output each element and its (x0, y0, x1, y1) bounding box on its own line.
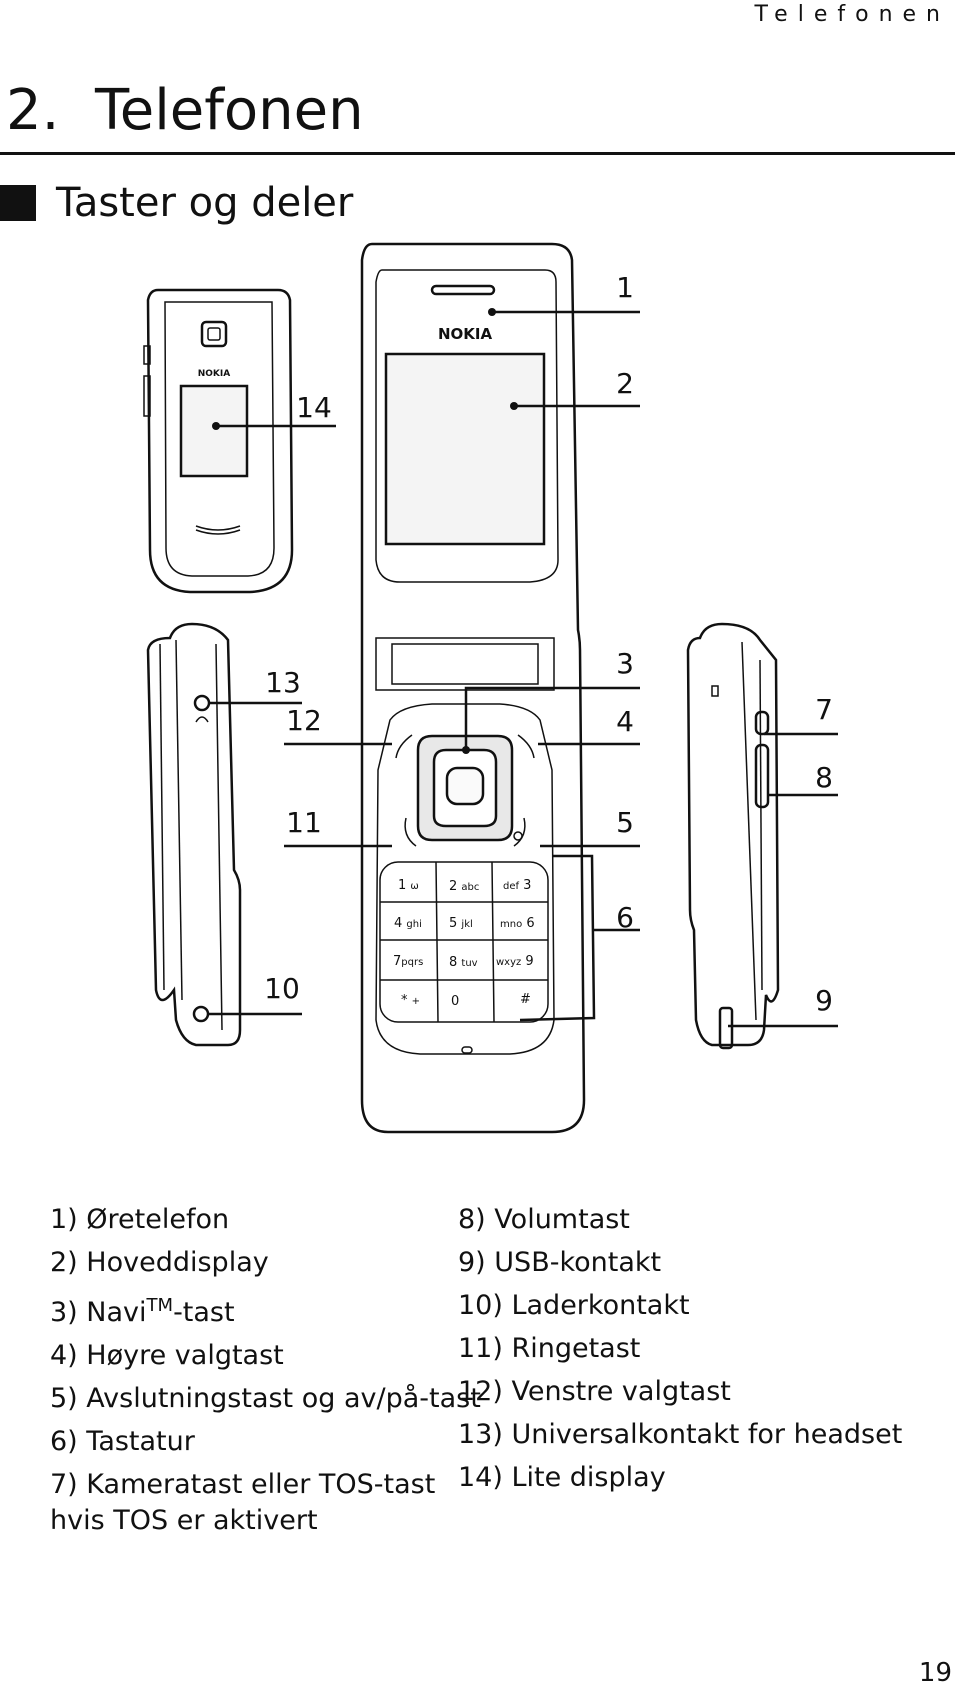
trademark-superscript: TM (146, 1295, 174, 1316)
key-3-digit: 3 (523, 878, 531, 893)
callout-10: 10 (264, 972, 300, 1005)
svg-text:wxyz 9: wxyz 9 (496, 954, 534, 969)
callout-12: 12 (286, 704, 322, 737)
chapter-title: 2. Telefonen (6, 78, 364, 143)
right-side-illustration (686, 622, 780, 1050)
legend-item-navi: 3) NaviTM-tast (50, 1284, 450, 1334)
chapter-rule (0, 152, 955, 155)
key-7-digit: 7 (393, 954, 401, 969)
section-square-icon (0, 185, 36, 221)
key-4-letters: ghi (406, 919, 421, 930)
key-0-digit: 0 (451, 994, 459, 1009)
callout-8: 8 (815, 761, 833, 794)
key-2-digit: 2 (449, 879, 457, 894)
key-8-digit: 8 (449, 955, 457, 970)
legend-item: 12) Venstre valgtast (458, 1376, 731, 1407)
phone-diagram: NOKIA NOKIA 1 ω 2 abc def 3 4 ghi 5 jkl … (143, 242, 838, 1134)
svg-text:4 ghi: 4 ghi (394, 916, 422, 931)
svg-text:def 3: def 3 (503, 878, 531, 893)
legend-item: 11) Ringetast (458, 1333, 641, 1364)
key-1-letters: ω (410, 881, 418, 892)
legend-item: 4) Høyre valgtast (50, 1340, 284, 1371)
callout-11: 11 (286, 806, 322, 839)
callout-3: 3 (616, 647, 634, 680)
brand-logo-small: NOKIA (198, 369, 231, 379)
legend-item: 14) Lite display (458, 1462, 666, 1493)
running-header: Telefonen (754, 2, 950, 27)
legend-item: 9) USB-kontakt (458, 1247, 662, 1278)
legend-item: 10) Laderkontakt (458, 1290, 690, 1321)
left-side-illustration (146, 622, 242, 1047)
key-6-digit: 6 (526, 916, 534, 931)
callout-14: 14 (296, 391, 332, 424)
svg-text:1 ω: 1 ω (398, 878, 419, 893)
legend-item: 6) Tastatur (50, 1426, 195, 1457)
svg-text:5 jkl: 5 jkl (449, 916, 473, 931)
key-7-letters: pqrs (401, 957, 423, 968)
open-phone-illustration (360, 242, 586, 1134)
legend-item: 13) Universalkontakt for headset (458, 1419, 903, 1450)
key-4-digit: 4 (394, 916, 402, 931)
callout-9: 9 (815, 984, 833, 1017)
legend-item-navi-suffix: -tast (173, 1297, 235, 1328)
key-2-letters: abc (461, 882, 479, 893)
svg-text:7pqrs: 7pqrs (393, 954, 423, 969)
page-number: 19 (918, 1658, 952, 1688)
section-heading: Taster og deler (0, 180, 353, 226)
callout-7: 7 (815, 693, 833, 726)
legend-item: 1) Øretelefon (50, 1204, 230, 1235)
legend-item: 2) Hoveddisplay (50, 1247, 269, 1278)
callout-4: 4 (616, 705, 634, 738)
legend-item-navi-prefix: 3) Navi (50, 1297, 147, 1328)
chapter-number: 2. (6, 78, 60, 143)
legend-item: 8) Volumtast (458, 1204, 630, 1235)
svg-text:* +: * + (401, 993, 420, 1008)
legend-right-column: 8) Volumtast 9) USB-kontakt 10) Laderkon… (458, 1198, 903, 1499)
callout-5: 5 (616, 806, 634, 839)
legend-item: 7) Kameratast eller TOS-tast hvis TOS er… (50, 1469, 436, 1536)
svg-text:2 abc: 2 abc (449, 879, 479, 894)
keypad-labels: 1 ω 2 abc def 3 4 ghi 5 jkl mno 6 7pqrs … (393, 878, 535, 1009)
chapter-title-text: Telefonen (95, 78, 364, 143)
key-8-letters: tuv (461, 958, 477, 969)
callout-13: 13 (265, 666, 301, 699)
callout-6: 6 (616, 901, 634, 934)
legend-left-column: 1) Øretelefon 2) Hoveddisplay 3) NaviTM-… (50, 1198, 481, 1539)
key-9-digit: 9 (525, 954, 533, 969)
key-9-letters: wxyz (496, 957, 521, 968)
key-star-digit: * (401, 993, 408, 1008)
svg-text:mno 6: mno 6 (500, 916, 535, 931)
key-5-digit: 5 (449, 916, 457, 931)
key-star-letters: + (412, 996, 420, 1007)
key-6-letters: mno (500, 919, 522, 930)
callout-1: 1 (616, 271, 634, 304)
brand-logo-large: NOKIA (438, 325, 493, 343)
callout-leader-lines (208, 310, 838, 1028)
key-5-letters: jkl (460, 919, 472, 930)
legend-item: 5) Avslutningstast og av/på-tast (50, 1383, 481, 1414)
key-hash-digit: # (520, 992, 531, 1007)
key-3-letters: def (503, 881, 520, 892)
svg-text:8 tuv: 8 tuv (449, 955, 478, 970)
callout-2: 2 (616, 367, 634, 400)
key-1-digit: 1 (398, 878, 406, 893)
section-title: Taster og deler (56, 180, 354, 226)
closed-phone-illustration (143, 288, 294, 594)
